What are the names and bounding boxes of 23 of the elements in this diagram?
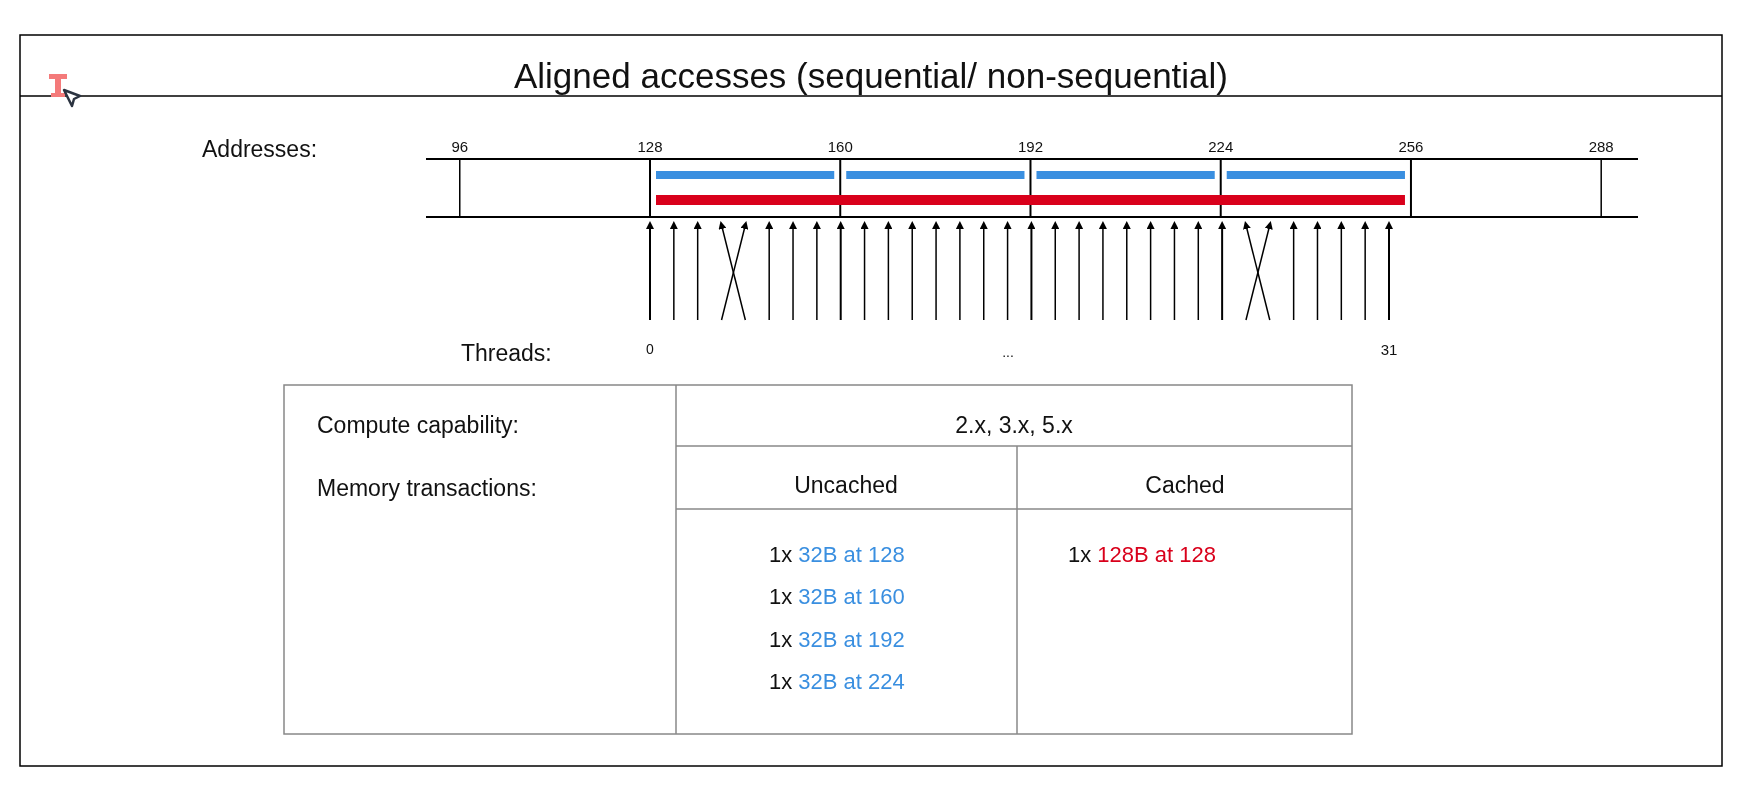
row-header: Compute capability: xyxy=(317,413,519,437)
tick-label: 224 xyxy=(1208,138,1234,154)
tick-label: 192 xyxy=(1017,138,1043,154)
tick-label: 256 xyxy=(1398,138,1424,154)
column-header: Uncached xyxy=(794,473,898,497)
table-header: 2.x, 3.x, 5.x xyxy=(955,413,1073,437)
thread-index: 31 xyxy=(1380,341,1398,357)
tick-label: 128 xyxy=(637,138,663,154)
transaction-entry: 1x 32B at 224 xyxy=(769,671,905,693)
tick-label: 160 xyxy=(827,138,853,154)
tick-label: 288 xyxy=(1588,138,1614,154)
diagram-title: Aligned accesses (sequential/ non-sequential) xyxy=(513,57,1229,93)
row-header: Memory transactions: xyxy=(317,476,537,500)
transaction-entry: 1x 128B at 128 xyxy=(1068,544,1217,566)
axis-label: Addresses: xyxy=(202,137,318,161)
column-header: Cached xyxy=(1145,473,1225,497)
transaction-entry: 1x 32B at 160 xyxy=(769,586,905,608)
ellipsis: ... xyxy=(1002,345,1014,359)
thread-index: 0 xyxy=(646,342,654,356)
transaction-entry: 1x 32B at 128 xyxy=(769,544,905,566)
axis-label: Threads: xyxy=(461,341,552,365)
tick-label: 96 xyxy=(451,138,469,154)
transaction-entry: 1x 32B at 192 xyxy=(769,629,905,651)
